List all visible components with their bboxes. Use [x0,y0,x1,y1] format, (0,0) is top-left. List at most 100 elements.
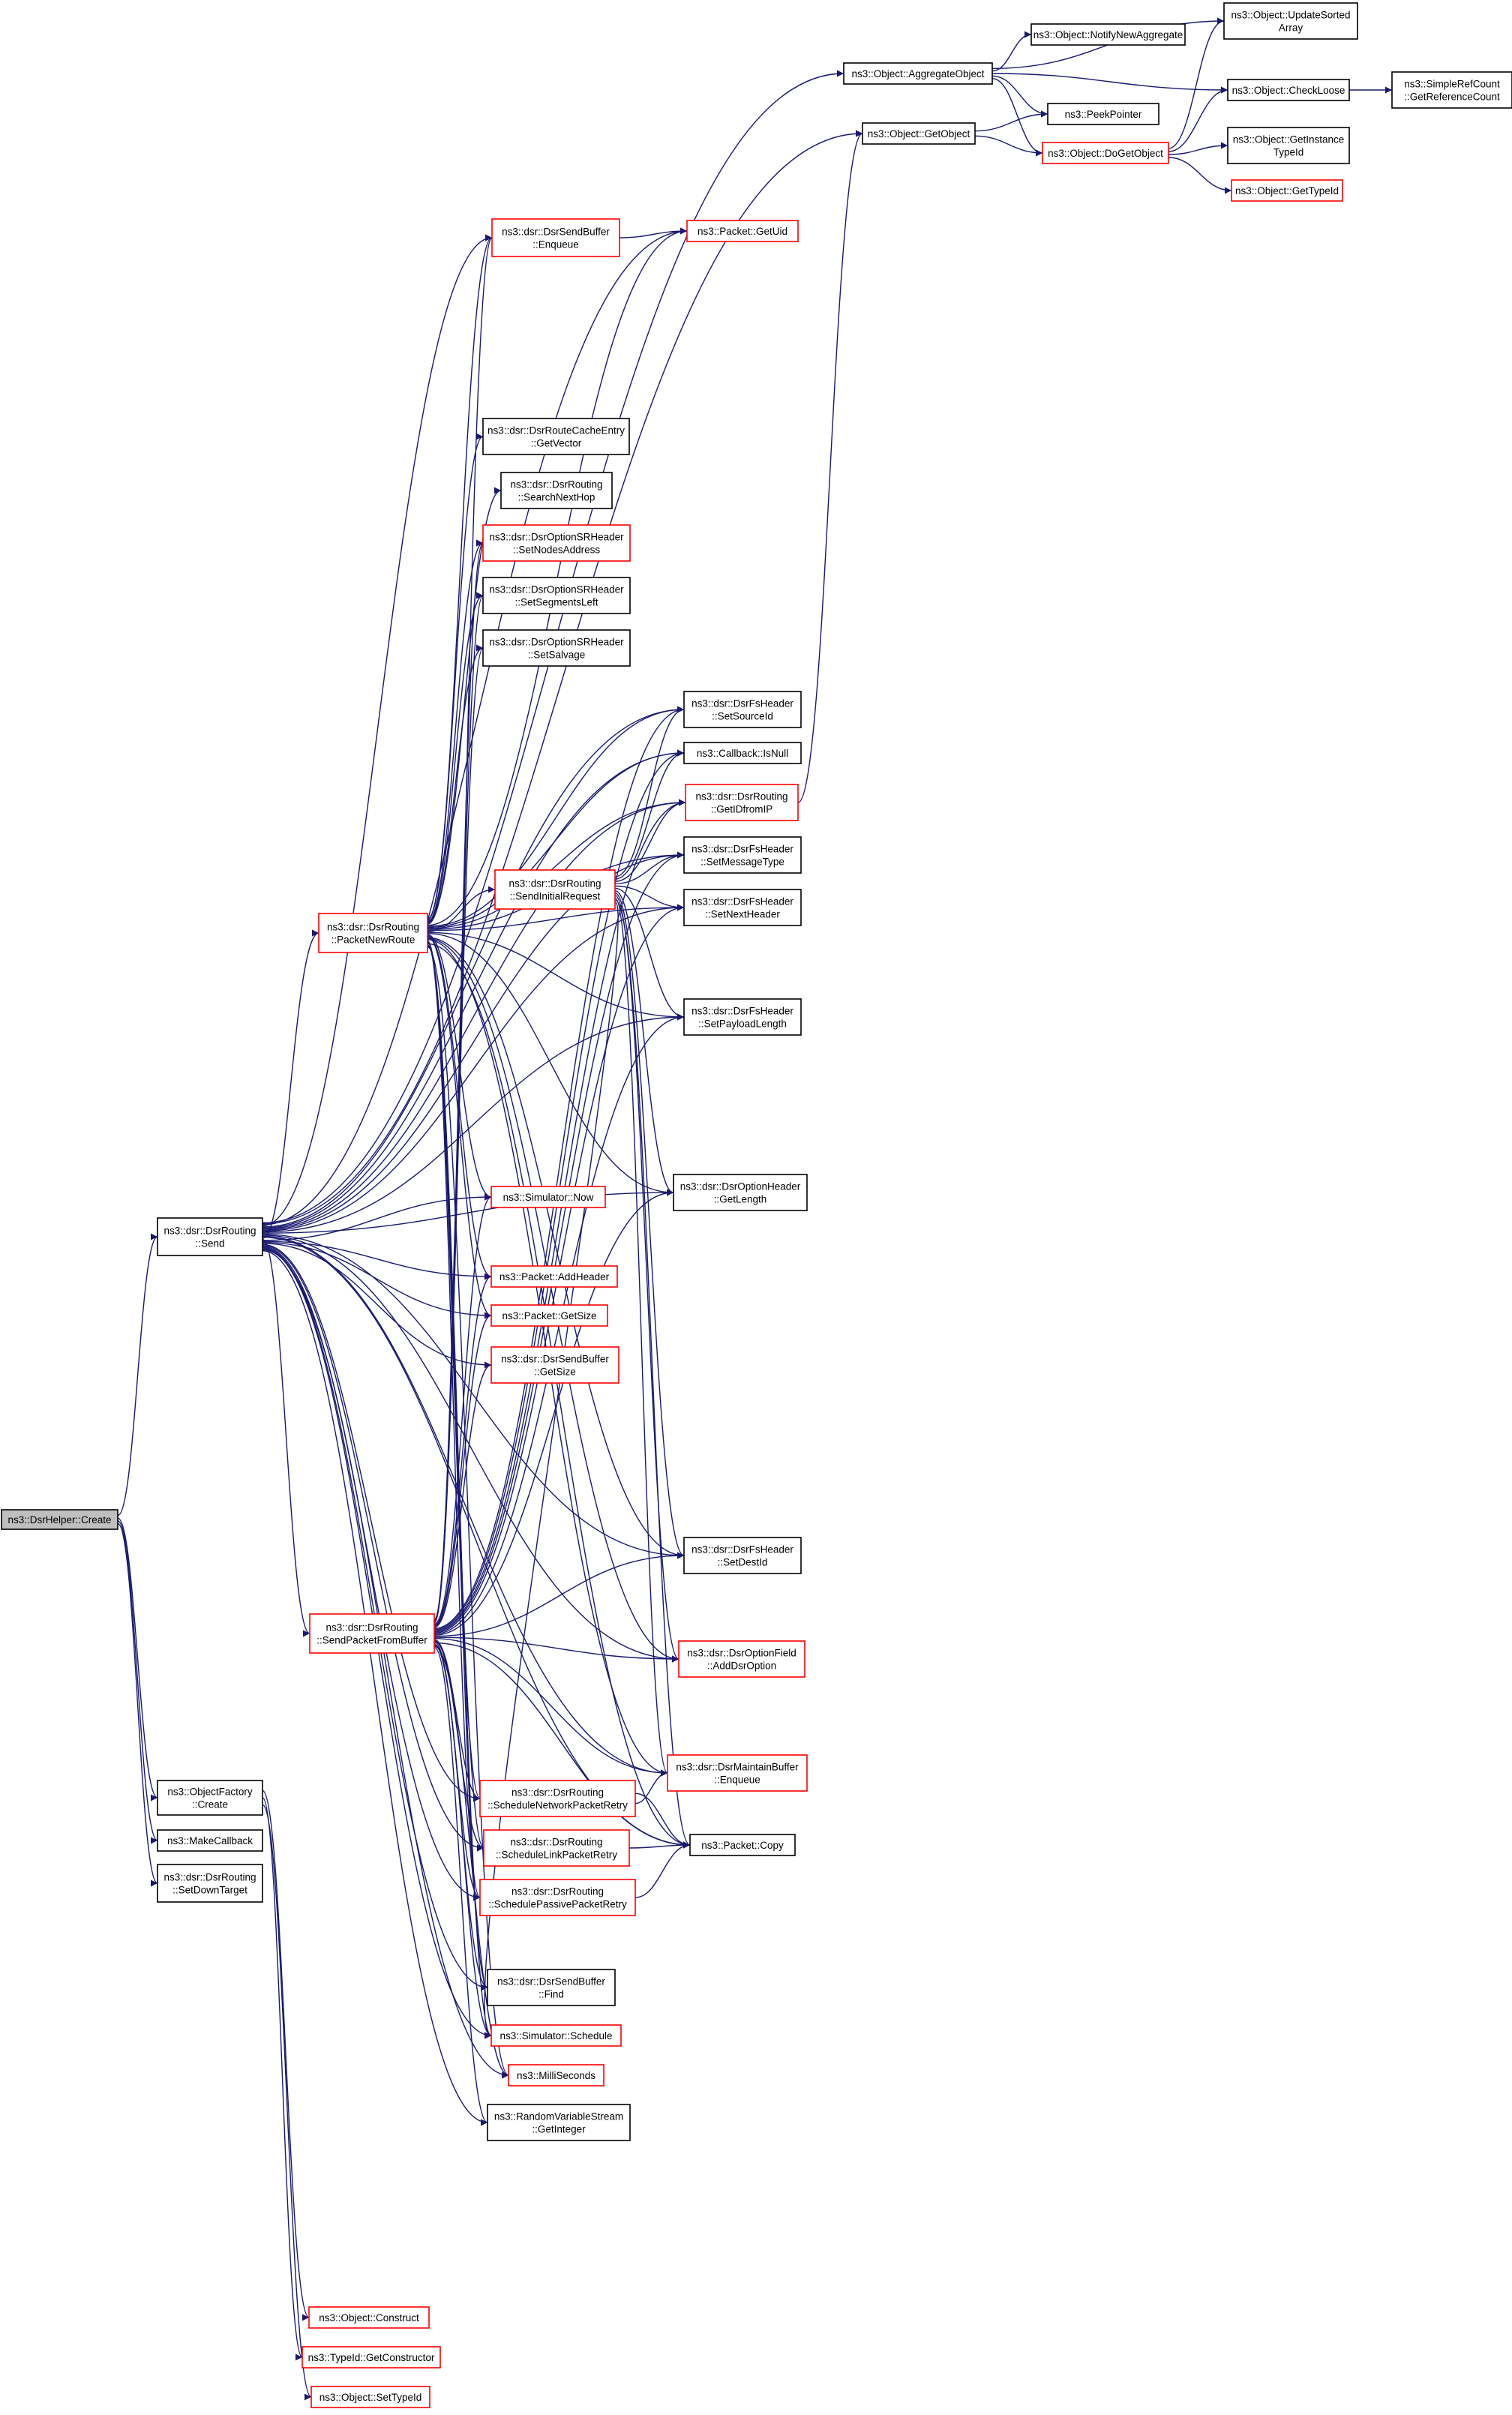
node-send[interactable]: ns3::dsr::DsrRouting::Send [157,1217,263,1256]
node-setnodes[interactable]: ns3::dsr::DsrOptionSRHeader::SetNodesAdd… [482,524,631,562]
node-schedule[interactable]: ns3::Simulator::Schedule [490,2024,622,2047]
node-label: ns3::MakeCallback [167,1835,253,1846]
edge-send-to-getidip [262,799,686,1230]
node-check[interactable]: ns3::Object::CheckLoose [1227,79,1350,101]
edge-send-to-sb_getsize [262,1243,492,1369]
node-getuid[interactable]: ns3::Packet::GetUid [686,220,799,242]
node-label: ns3::dsr::DsrRouting [695,791,788,802]
node-construct[interactable]: ns3::Object::Construct [308,2306,430,2329]
edge-spfb-to-mb_enq [434,1637,668,1777]
node-isnull[interactable]: ns3::Callback::IsNull [683,742,802,764]
node-pnr[interactable]: ns3::dsr::DsrRouting::PacketNewRoute [318,913,428,953]
node-of_create[interactable]: ns3::ObjectFactory::Create [157,1780,263,1816]
node-label: ns3::dsr::DsrRouting [327,922,419,933]
node-now[interactable]: ns3::Simulator::Now [490,1186,606,1208]
node-label: ::SetSegmentsLeft [514,597,598,608]
node-box [862,122,976,145]
node-label: ns3::Packet::Copy [701,1840,784,1851]
node-label: ns3::dsr::DsrFsHeader [692,1544,794,1556]
node-sppr[interactable]: ns3::dsr::DsrRouting::SchedulePassivePac… [479,1879,636,1916]
node-box [479,1780,636,1817]
node-rvs[interactable]: ns3::RandomVariableStream::GetInteger [487,2104,631,2141]
edge-dogetobj-to-gettid [1168,157,1232,194]
edge-send-to-copy [262,1236,691,1849]
node-box [685,784,799,821]
node-setseg[interactable]: ns3::dsr::DsrOptionSRHeader::SetSegments… [482,577,631,614]
edge-spfb-to-sb_getsize [434,1361,492,1628]
node-peek[interactable]: ns3::PeekPointer [1047,103,1160,125]
node-optlen[interactable]: ns3::dsr::DsrOptionHeader::GetLength [673,1174,808,1211]
edge-spfb-to-ms [434,1646,509,2079]
node-adddsr[interactable]: ns3::dsr::DsrOptionField::AddDsrOption [678,1640,806,1678]
node-box [843,62,993,85]
node-aggr[interactable]: ns3::Object::AggregateObject [843,62,993,85]
node-getctor[interactable]: ns3::TypeId::GetConstructor [302,2346,441,2368]
node-label: ::GetInteger [532,2124,586,2135]
node-gettid[interactable]: ns3::Object::GetTypeId [1231,179,1343,202]
node-ms[interactable]: ns3::MilliSeconds [508,2064,604,2086]
node-sb_find[interactable]: ns3::dsr::DsrSendBuffer::Find [487,1969,616,2006]
node-setmsg[interactable]: ns3::dsr::DsrFsHeader::SetMessageType [683,836,802,874]
edge-pnr-to-ms [427,946,509,2079]
edge-send-to-setpay [262,1013,685,1233]
node-setsrc[interactable]: ns3::dsr::DsrFsHeader::SetSourceId [683,691,802,728]
node-box [508,2064,604,2086]
node-notify[interactable]: ns3::Object::NotifyNewAggregate [1030,23,1186,46]
node-sendbuf_enq[interactable]: ns3::dsr::DsrSendBuffer::Enqueue [491,218,620,257]
node-setdest[interactable]: ns3::dsr::DsrFsHeader::SetDestId [683,1537,802,1574]
node-label: ::SetNodesAddress [513,544,601,556]
node-mb_enq[interactable]: ns3::dsr::DsrMaintainBuffer::Enqueue [667,1754,808,1792]
node-label: ::SendInitialRequest [510,891,601,902]
node-box [490,1186,606,1208]
node-box [1227,127,1350,164]
node-setsalv[interactable]: ns3::dsr::DsrOptionSRHeader::SetSalvage [482,629,631,667]
node-label: ns3::ObjectFactory [167,1786,253,1798]
node-label: ns3::dsr::DsrRouteCacheEntry [488,425,625,436]
node-dogetobj[interactable]: ns3::Object::DoGetObject [1042,142,1169,164]
edge-pnr-to-setnext [427,904,685,932]
edge-spfb-to-pkt_getsize [434,1312,492,1628]
edge-send-to-getobj [262,130,863,1225]
node-setpay[interactable]: ns3::dsr::DsrFsHeader::SetPayloadLength [683,998,802,1036]
node-label: ns3::Simulator::Schedule [500,2030,612,2042]
node-snpr[interactable]: ns3::dsr::DsrRouting::ScheduleNetworkPac… [479,1780,636,1817]
edge-pnr-to-setseg [427,592,484,924]
node-box [308,2306,430,2329]
node-box [683,998,802,1036]
node-makecb[interactable]: ns3::MakeCallback [157,1829,263,1852]
node-refcnt[interactable]: ns3::SimpleRefCount::GetReferenceCount [1391,71,1512,109]
node-sir[interactable]: ns3::dsr::DsrRouting::SendInitialRequest [494,869,616,910]
node-label: ns3::dsr::DsrOptionField [687,1648,796,1659]
node-setnext[interactable]: ns3::dsr::DsrFsHeader::SetNextHeader [683,889,802,926]
node-setdown[interactable]: ns3::dsr::DsrRouting::SetDownTarget [157,1864,263,1903]
edge-spfb-to-sendbuf_enq [434,234,493,1624]
node-settypeid[interactable]: ns3::Object::SetTypeId [310,2386,430,2408]
node-rce_getvec[interactable]: ns3::dsr::DsrRouteCacheEntry::GetVector [482,418,630,455]
node-box [302,2346,441,2368]
node-addheader[interactable]: ns3::Packet::AddHeader [490,1265,618,1288]
node-label: ns3::Object::DoGetObject [1048,148,1163,159]
node-label: ::SearchNextHop [518,492,596,503]
node-label: ns3::SimpleRefCount [1404,79,1500,90]
node-label: ::GetReferenceCount [1404,92,1500,103]
node-getidip[interactable]: ns3::dsr::DsrRouting::GetIDfromIP [685,784,799,821]
node-label: ::Send [195,1238,224,1250]
node-slpr[interactable]: ns3::dsr::DsrRouting::ScheduleLinkPacket… [483,1829,630,1867]
node-spfb[interactable]: ns3::dsr::DsrRouting::SendPacketFromBuff… [309,1613,435,1654]
node-box [491,218,620,257]
node-pkt_getsize[interactable]: ns3::Packet::GetSize [490,1304,608,1327]
node-box [482,629,631,667]
node-getobj[interactable]: ns3::Object::GetObject [862,122,976,145]
edge-sir-to-optlen [614,890,674,1196]
edge-spfb-to-now [434,1193,492,1625]
node-box [689,1834,796,1856]
node-sb_getsize[interactable]: ns3::dsr::DsrSendBuffer::GetSize [490,1346,620,1384]
node-label: ns3::dsr::DsrRouting [164,1226,256,1237]
node-copy[interactable]: ns3::Packet::Copy [689,1834,796,1856]
edge-sir-to-setnext [614,885,685,911]
edge-pnr-to-setsrc [427,706,685,927]
node-create[interactable]: ns3::DsrHelper::Create [1,1509,118,1530]
node-searchnh[interactable]: ns3::dsr::DsrRouting::SearchNextHop [500,472,613,509]
